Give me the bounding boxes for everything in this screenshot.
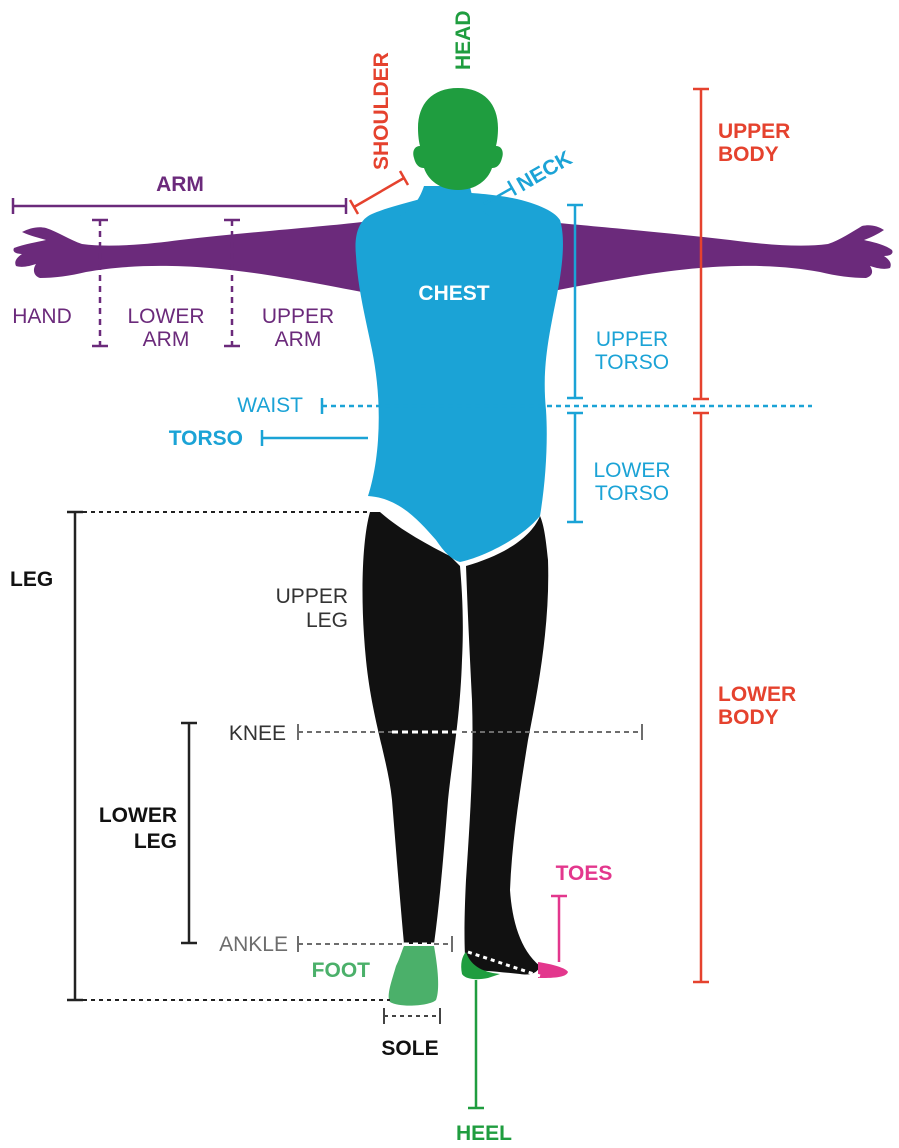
torso-body	[356, 192, 563, 562]
sole-line	[384, 1008, 440, 1024]
lower-arm-label-line2: ARM	[143, 328, 190, 351]
lower-arm-label-line1: LOWER	[127, 305, 204, 328]
right-arm	[548, 222, 893, 292]
ankle-label: ANKLE	[219, 933, 288, 956]
neck-label: NECK	[513, 147, 576, 197]
arm-label: ARM	[156, 173, 204, 196]
upper-leg-label-line1: UPPER	[276, 585, 348, 608]
torso-pointer	[262, 430, 368, 446]
lower-leg-label-line1: LOWER	[99, 804, 177, 827]
lower-torso-bracket	[567, 413, 583, 522]
head-shape	[413, 88, 503, 190]
hand-label: HAND	[12, 305, 72, 328]
foot-label: FOOT	[312, 959, 370, 982]
lower-leg-bracket	[181, 723, 197, 943]
lower-body-label-line1: LOWER	[718, 683, 796, 706]
shoulder-label: SHOULDER	[370, 52, 393, 170]
chest-label: CHEST	[418, 282, 489, 305]
arm-measure	[13, 198, 346, 214]
right-leg	[465, 516, 549, 975]
knee-label: KNEE	[229, 722, 286, 745]
lower-torso-label-line2: TORSO	[595, 482, 669, 505]
leg-bracket	[67, 512, 83, 1000]
heel-label: HEEL	[456, 1122, 512, 1145]
heel-line	[468, 980, 484, 1108]
lower-torso-label-line1: LOWER	[593, 459, 670, 482]
lower-body-bracket	[693, 413, 709, 982]
left-arm	[13, 222, 362, 292]
left-leg	[363, 512, 463, 944]
sole-label: SOLE	[381, 1037, 438, 1060]
knee-line	[298, 724, 642, 740]
toes-line	[551, 896, 567, 962]
upper-torso-label-line1: UPPER	[596, 328, 668, 351]
head-label: HEAD	[452, 10, 475, 70]
toes-shape	[538, 962, 568, 978]
lower-body-label-line2: BODY	[718, 706, 779, 729]
upper-arm-label-line2: ARM	[275, 328, 322, 351]
lower-leg-label-line2: LEG	[134, 830, 177, 853]
upper-arm-label-line1: UPPER	[262, 305, 334, 328]
leg-label: LEG	[10, 568, 53, 591]
torso-label: TORSO	[169, 427, 243, 450]
upper-leg-label-line2: LEG	[306, 609, 348, 632]
upper-body-label-line1: UPPER	[718, 120, 790, 143]
toes-label: TOES	[556, 862, 613, 885]
left-foot-shape	[389, 946, 438, 1006]
upper-torso-label-line2: TORSO	[595, 351, 669, 374]
upper-body-label-line2: BODY	[718, 143, 779, 166]
waist-label: WAIST	[237, 394, 303, 417]
